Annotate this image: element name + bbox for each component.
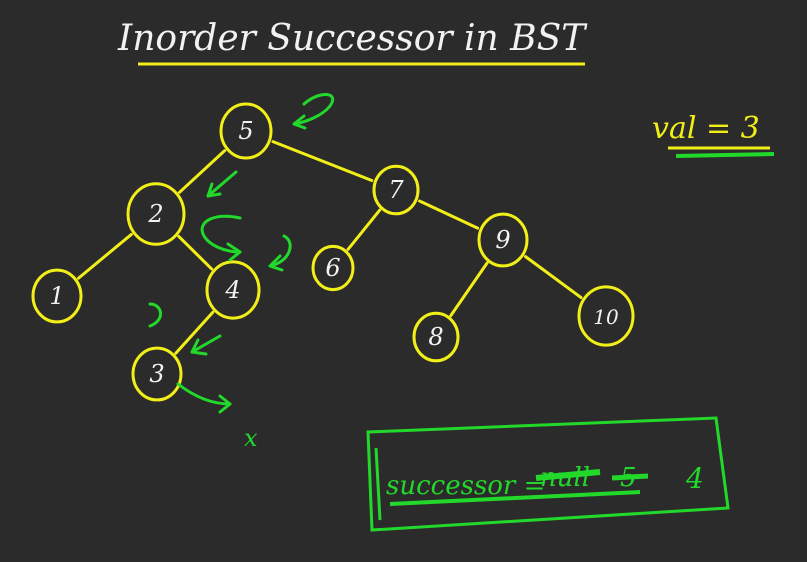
arrow-4-to-3 [190, 334, 222, 354]
edge-n7-n6 [346, 208, 382, 251]
node-label: 3 [149, 360, 164, 388]
edge-n7-n9 [418, 199, 480, 230]
node-circle [126, 182, 186, 246]
final-value: 4 [685, 462, 704, 495]
root-curl-arrowhead [292, 114, 307, 130]
edge-n5-n7 [271, 140, 374, 182]
node-label: 8 [428, 323, 443, 351]
tree-node-3: 3 [131, 346, 183, 402]
arrow-4-to-3-head [190, 338, 208, 356]
curl-near-4 [268, 234, 292, 268]
edge-n9-n10 [524, 255, 583, 300]
tree-node-8: 8 [412, 311, 460, 363]
strike-null [535, 469, 601, 481]
node-label: 6 [325, 254, 340, 282]
edge-n5-n2 [178, 149, 227, 194]
node-label: 7 [388, 176, 404, 204]
tree-node-7: 7 [372, 164, 420, 216]
node-circle [131, 346, 183, 402]
node-circle [31, 268, 83, 324]
edge-n4-n3 [174, 310, 215, 355]
val-highlight-green [675, 152, 775, 158]
tree-node-10: 10 [577, 285, 635, 347]
tree-node-6: 6 [311, 244, 355, 292]
result-box-inner-mark [374, 447, 382, 521]
val-label: val = 3 [652, 111, 760, 146]
node-circle [412, 311, 460, 363]
tree-node-2: 2 [126, 182, 186, 246]
curl-near-3 [148, 302, 162, 328]
node-circle [372, 164, 420, 216]
edge-n2-n1 [77, 232, 133, 280]
node-circle [477, 212, 529, 268]
node-label: 1 [49, 282, 64, 310]
arrow-3-to-null [176, 382, 232, 406]
strike-5 [611, 473, 649, 481]
result-box-border [366, 416, 730, 532]
page-title: Inorder Successor in BST [117, 18, 588, 59]
arrow-2-to-4 [200, 214, 242, 254]
node-circle [205, 260, 261, 320]
root-curl-arrow [292, 93, 334, 126]
node-label: 2 [147, 200, 163, 228]
curl-near-4-head [268, 254, 284, 272]
node-label: 10 [593, 305, 619, 329]
null-mark: x [244, 424, 258, 452]
traversal-arrows [148, 93, 334, 414]
node-label: 5 [238, 117, 253, 145]
tree-edges [77, 140, 583, 355]
node-label: 9 [495, 226, 510, 254]
tree-node-4: 4 [205, 260, 261, 320]
node-label: 4 [224, 276, 240, 304]
tree-node-5: 5 [219, 102, 273, 160]
tree-node-1: 1 [31, 268, 83, 324]
arrow-2-to-4-head [226, 242, 242, 262]
arrow-to-node-2-head [206, 182, 222, 198]
node-circle [577, 285, 635, 347]
result-box: successor = null 5 4 [366, 416, 730, 532]
arrow-3-to-null-head [218, 394, 232, 414]
edge-n2-n4 [177, 234, 214, 271]
arrow-to-node-2 [206, 170, 238, 198]
edge-n9-n8 [449, 261, 489, 318]
tree-node-9: 9 [477, 212, 529, 268]
result-underline [389, 490, 641, 506]
node-circle [219, 102, 273, 160]
node-circle [311, 244, 355, 292]
tree-nodes: 5 2 7 1 4 6 9 3 8 10 [31, 102, 635, 402]
